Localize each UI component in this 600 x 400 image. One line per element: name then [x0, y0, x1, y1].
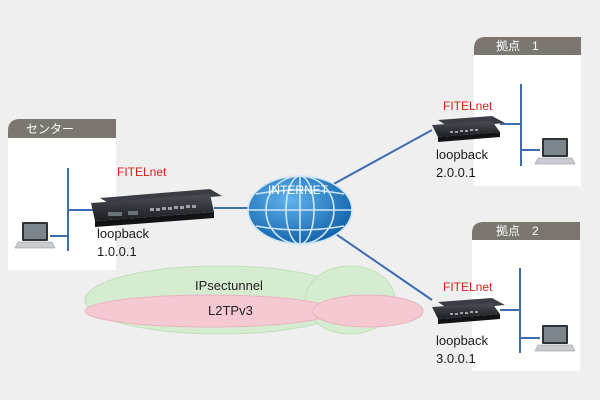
router-icon — [91, 189, 222, 227]
site2-title: 拠点 2 — [496, 224, 539, 238]
ipsec-tunnel-label: IPsectunnel — [195, 278, 263, 293]
wan-links — [214, 129, 433, 301]
site1: 拠点 1 — [474, 37, 581, 186]
center-loopback-address: 1.0.0.1 — [97, 244, 137, 259]
site1-loopback-address: 2.0.0.1 — [436, 165, 476, 180]
l2tp-tunnel-cloud — [84, 294, 424, 328]
center-router-brand: FITELnet — [117, 165, 167, 179]
laptop-icon — [14, 222, 56, 249]
center-loopback-label: loopback — [97, 226, 150, 241]
internet-globe-icon — [247, 175, 353, 245]
center-site: センター — [8, 119, 116, 270]
l2tp-tunnel-label: L2TPv3 — [208, 303, 253, 318]
site2: 拠点 2 — [472, 222, 580, 371]
site2-loopback-address: 3.0.0.1 — [436, 351, 476, 366]
site1-box — [474, 46, 581, 186]
router-icon — [432, 298, 505, 324]
center-site-title: センター — [26, 122, 74, 136]
site2-router-brand: FITELnet — [443, 280, 493, 294]
site1-lan — [500, 84, 540, 166]
laptop-icon — [534, 325, 576, 352]
site1-title: 拠点 1 — [496, 39, 539, 53]
tunnel-clouds: IPsectunnel L2TPv3 — [84, 265, 424, 335]
center-site-title-tab — [8, 119, 116, 138]
link-internet-site2 — [329, 229, 433, 301]
site2-lan — [500, 268, 540, 353]
site2-loopback-label: loopback — [436, 333, 489, 348]
router-icon — [432, 116, 505, 142]
site1-title-tab — [474, 37, 581, 55]
site2-title-tab — [472, 222, 580, 240]
link-internet-site1 — [329, 129, 433, 187]
site1-loopback-label: loopback — [436, 147, 489, 162]
internet-label: INTERNET — [268, 183, 329, 197]
site1-router-brand: FITELnet — [443, 99, 493, 113]
laptop-icon — [534, 138, 576, 165]
